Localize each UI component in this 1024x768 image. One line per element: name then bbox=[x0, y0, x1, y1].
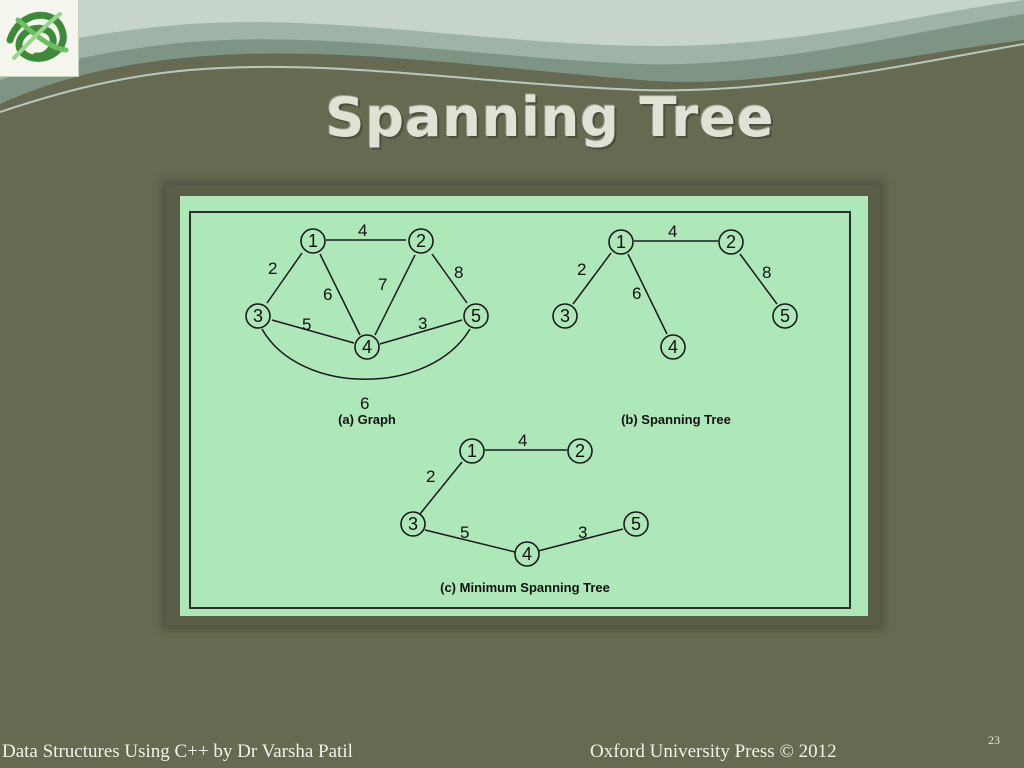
caption-minimum-spanning-tree: (c) Minimum Spanning Tree bbox=[440, 580, 610, 595]
weight-1-4: 6 bbox=[632, 284, 641, 303]
svg-text:3: 3 bbox=[560, 306, 570, 326]
graph-b-node-3: 3 bbox=[552, 303, 578, 329]
weight-1-3: 2 bbox=[268, 259, 277, 278]
edge-2-5 bbox=[739, 253, 778, 305]
graph-b-node-2: 2 bbox=[718, 229, 744, 255]
graph-b-node-5: 5 bbox=[772, 303, 798, 329]
edge-3-4 bbox=[424, 529, 516, 553]
edge-2-5 bbox=[431, 253, 468, 304]
graph-b: 4 2 6 8 1 2 3 4 5 (b) Spanning Tree bbox=[552, 222, 798, 427]
edge-3-4 bbox=[271, 319, 355, 344]
figure-border bbox=[189, 211, 851, 609]
weight-1-2: 4 bbox=[518, 431, 527, 450]
slide-title: Spanning Tree bbox=[325, 86, 775, 149]
edge-1-3 bbox=[266, 252, 303, 304]
graph-c-node-1: 1 bbox=[459, 438, 485, 464]
svg-text:1: 1 bbox=[616, 232, 626, 252]
weight-1-4: 6 bbox=[323, 285, 332, 304]
footer-book-title: Data Structures Using C++ by Dr Varsha P… bbox=[2, 741, 353, 762]
svg-text:3: 3 bbox=[253, 306, 263, 326]
svg-text:3: 3 bbox=[408, 514, 418, 534]
logo bbox=[0, 0, 79, 77]
graph-c: 4 2 5 3 1 2 3 4 5 (c) Minimum Spanning T… bbox=[400, 431, 649, 595]
weight-2-5: 8 bbox=[454, 263, 463, 282]
svg-text:5: 5 bbox=[471, 306, 481, 326]
edge-1-3 bbox=[419, 461, 463, 515]
edge-3-5 bbox=[261, 328, 471, 380]
spanning-tree-figure: 4 2 6 7 8 5 3 6 1 2 3 4 5 (a) Graph 4 2 … bbox=[180, 196, 868, 616]
graph-a: 4 2 6 7 8 5 3 6 1 2 3 4 5 (a) Graph bbox=[245, 221, 489, 427]
graph-a-node-3: 3 bbox=[245, 303, 271, 329]
graph-a-node-5: 5 bbox=[463, 303, 489, 329]
weight-4-5: 3 bbox=[578, 523, 587, 542]
edge-1-4 bbox=[627, 253, 668, 335]
edge-2-4 bbox=[374, 254, 416, 336]
weight-2-5: 8 bbox=[762, 263, 771, 282]
svg-text:4: 4 bbox=[522, 544, 532, 564]
graph-b-node-4: 4 bbox=[660, 334, 686, 360]
svg-text:2: 2 bbox=[416, 231, 426, 251]
weight-4-5: 3 bbox=[418, 314, 427, 333]
green-knot-logo-icon bbox=[6, 11, 69, 62]
weight-3-4: 5 bbox=[460, 523, 469, 542]
svg-text:4: 4 bbox=[668, 337, 678, 357]
svg-text:4: 4 bbox=[362, 337, 372, 357]
weight-3-5: 6 bbox=[360, 394, 369, 413]
footer-publisher: Oxford University Press © 2012 bbox=[590, 741, 837, 762]
caption-graph: (a) Graph bbox=[338, 412, 396, 427]
graph-b-node-1: 1 bbox=[608, 229, 634, 255]
graph-c-node-5: 5 bbox=[623, 511, 649, 537]
weight-1-2: 4 bbox=[668, 222, 677, 241]
header-wave-highlight bbox=[0, 0, 1024, 56]
svg-text:1: 1 bbox=[308, 231, 318, 251]
svg-text:5: 5 bbox=[631, 514, 641, 534]
graph-c-node-2: 2 bbox=[567, 438, 593, 464]
edge-4-5 bbox=[537, 528, 624, 552]
svg-text:2: 2 bbox=[726, 232, 736, 252]
edge-1-3 bbox=[572, 252, 612, 305]
weight-1-2: 4 bbox=[358, 221, 367, 240]
header-wave-line bbox=[0, 43, 1024, 113]
weight-2-4: 7 bbox=[378, 275, 387, 294]
edge-4-5 bbox=[379, 319, 463, 345]
svg-text:1: 1 bbox=[467, 441, 477, 461]
weight-3-4: 5 bbox=[302, 315, 311, 334]
weight-1-3: 2 bbox=[577, 260, 586, 279]
svg-text:2: 2 bbox=[575, 441, 585, 461]
graph-a-node-2: 2 bbox=[408, 228, 434, 254]
graph-c-node-3: 3 bbox=[400, 511, 426, 537]
graph-c-node-4: 4 bbox=[514, 541, 540, 567]
graph-a-node-1: 1 bbox=[300, 228, 326, 254]
page-number: 23 bbox=[988, 733, 1000, 747]
svg-text:5: 5 bbox=[780, 306, 790, 326]
edge-1-4 bbox=[319, 253, 361, 336]
caption-spanning-tree: (b) Spanning Tree bbox=[621, 412, 731, 427]
weight-1-3: 2 bbox=[426, 467, 435, 486]
graph-a-node-4: 4 bbox=[354, 334, 380, 360]
